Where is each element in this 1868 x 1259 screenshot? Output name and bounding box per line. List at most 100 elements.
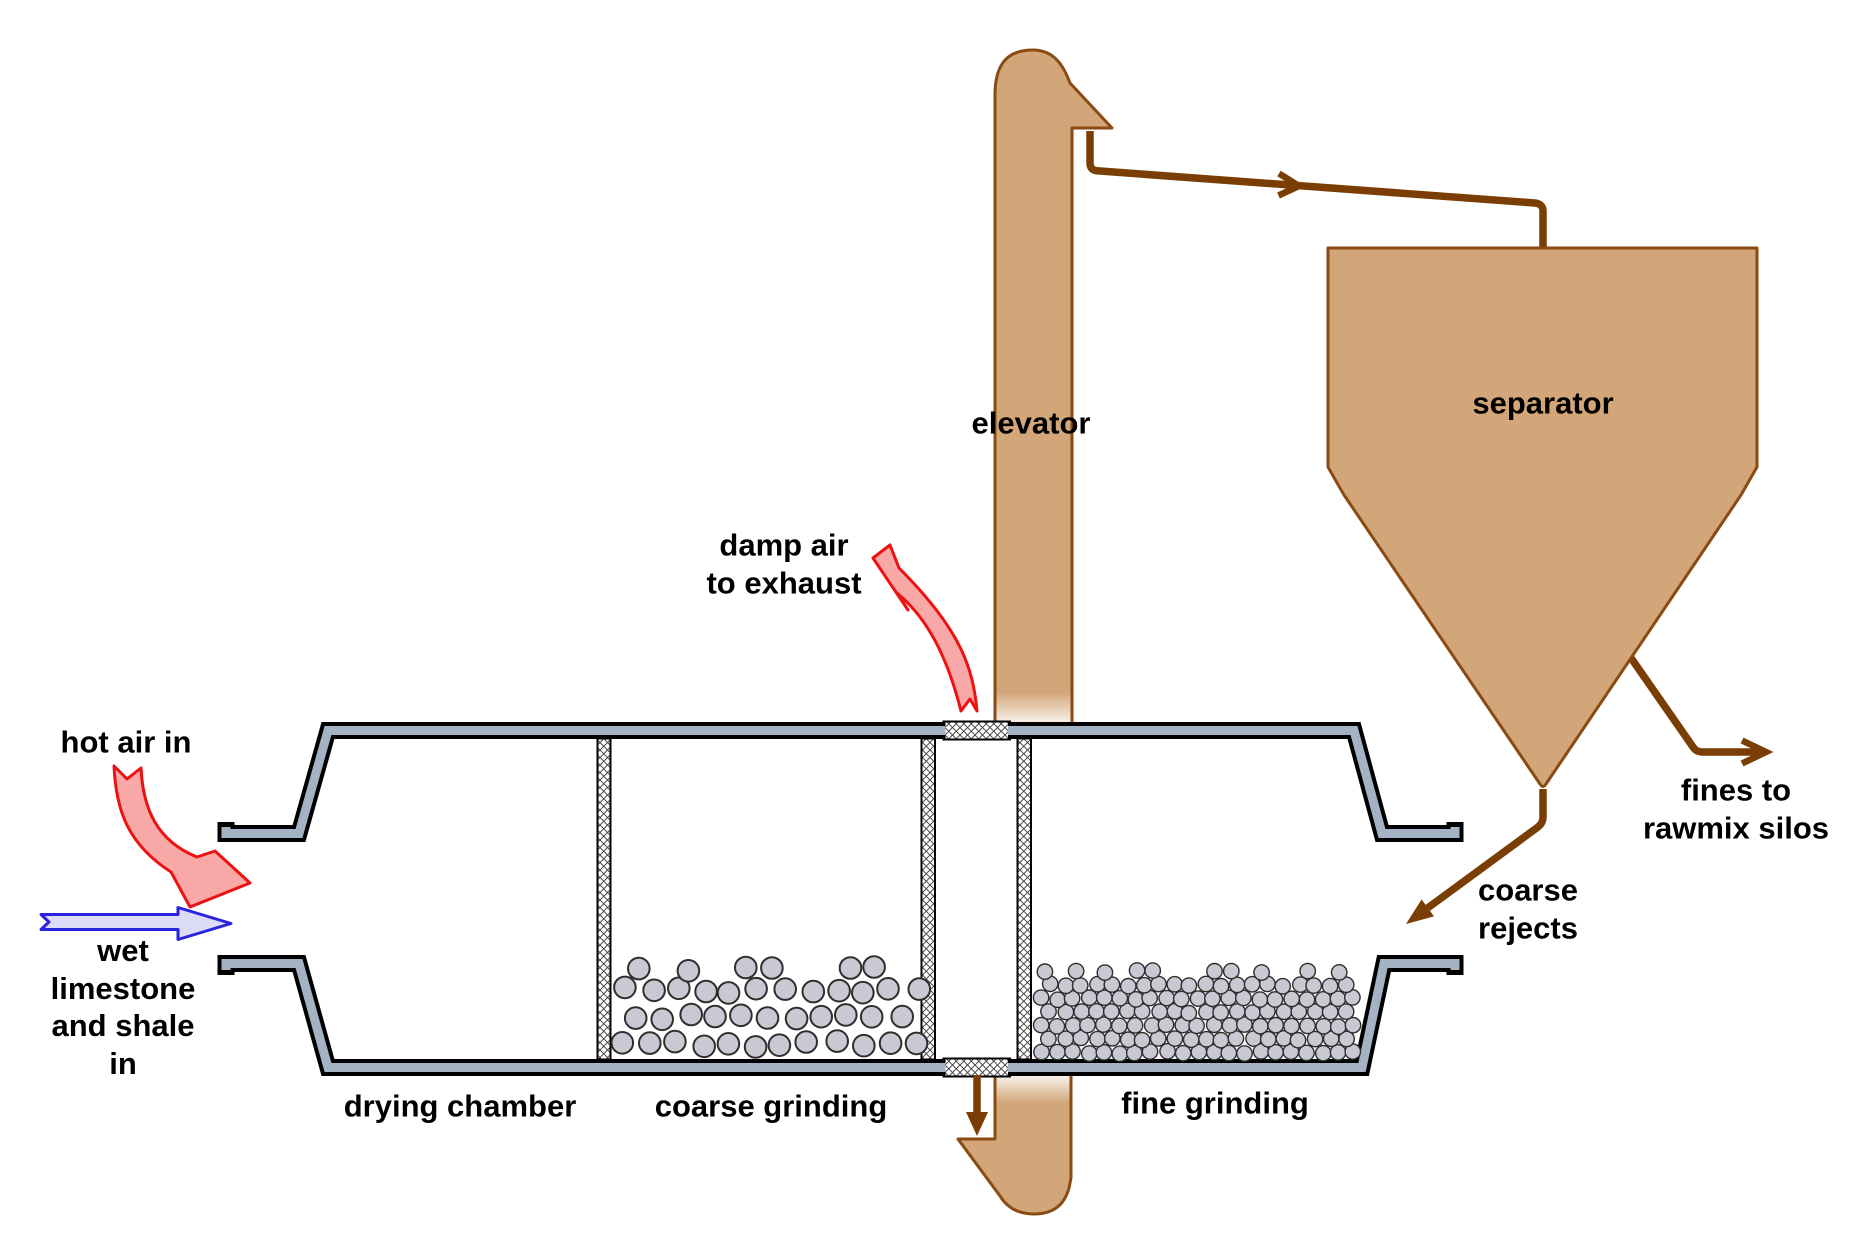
grinding-ball xyxy=(755,1006,780,1030)
coarse-grinding-label: coarse grinding xyxy=(654,1088,888,1124)
mill-discharge-arrow xyxy=(966,1075,988,1136)
grinding-ball xyxy=(794,1030,819,1054)
fines-arrow xyxy=(1618,642,1774,767)
hot-air-in-label: hot air in xyxy=(60,724,192,760)
grinding-ball xyxy=(1133,1031,1151,1049)
damp-air-arrow xyxy=(871,543,979,713)
grinding-ball xyxy=(1141,1043,1159,1061)
grinding-ball xyxy=(676,959,701,983)
grinding-ball xyxy=(1073,1003,1091,1020)
grinding-ball xyxy=(1267,1016,1285,1034)
grinding-ball xyxy=(851,980,875,1005)
label-line: limestone xyxy=(50,970,196,1006)
diaphragm-coarse-discharge xyxy=(920,737,936,1061)
grinding-ball xyxy=(663,1029,687,1054)
label-line: damp air xyxy=(719,527,849,563)
grinding-ball xyxy=(716,1032,741,1056)
grinding-ball xyxy=(1144,962,1162,979)
grinding-ball xyxy=(1306,1030,1324,1048)
mill-top-grate xyxy=(942,720,1011,741)
coarse-rejects-arrow xyxy=(1406,789,1547,924)
grinding-ball xyxy=(1283,1017,1300,1035)
grinding-ball xyxy=(1103,1029,1121,1047)
flow-arrowhead-icon xyxy=(1277,170,1306,199)
grinding-ball xyxy=(692,1034,717,1059)
grinding-ball xyxy=(1057,977,1075,995)
grinding-ball xyxy=(1158,989,1176,1007)
grinding-ball xyxy=(838,956,863,980)
wet-feed-label: wet limestone and shale in xyxy=(51,932,196,1082)
grinding-ball xyxy=(1189,990,1207,1007)
grinding-ball xyxy=(1126,1017,1144,1034)
coarse-rejects-label: coarse rejects xyxy=(1478,872,1578,947)
grinding-ball xyxy=(1174,1044,1192,1062)
grinding-ball xyxy=(1067,962,1085,980)
grinding-ball xyxy=(1290,1003,1308,1021)
grinding-ball xyxy=(1119,977,1137,995)
grinding-ball xyxy=(1337,1003,1355,1020)
grinding-ball xyxy=(1305,977,1323,994)
grinding-ball xyxy=(1102,1003,1120,1020)
grinding-ball xyxy=(1089,1030,1106,1048)
grinding-ball xyxy=(890,1004,915,1029)
grinding-ball xyxy=(1032,1016,1050,1034)
grinding-ball xyxy=(1204,990,1221,1008)
grinding-ball xyxy=(1274,977,1292,995)
label-line: rejects xyxy=(1478,910,1578,945)
grinding-ball xyxy=(679,1002,704,1027)
grinding-ball xyxy=(1289,1031,1307,1049)
grinding-ball xyxy=(716,981,741,1005)
label-line: fines to xyxy=(1680,772,1792,808)
label-line: wet xyxy=(97,933,149,968)
grinding-ball xyxy=(650,1007,675,1032)
grinding-ball xyxy=(1119,1031,1137,1049)
grinding-ball xyxy=(1221,1017,1239,1034)
grinding-ball xyxy=(694,979,718,1004)
grinding-ball xyxy=(784,1006,809,1031)
grinding-ball xyxy=(1251,1017,1269,1035)
diaphragm-drying-coarse xyxy=(596,737,612,1061)
grinding-ball xyxy=(623,1006,648,1030)
grinding-ball xyxy=(1253,964,1271,981)
grinding-ball xyxy=(1172,990,1190,1008)
grinding-ball xyxy=(613,975,637,1000)
grinding-ball xyxy=(1180,1004,1198,1022)
label-line: coarse xyxy=(1478,872,1578,908)
grinding-ball xyxy=(767,1033,792,1057)
wet-feed-arrow xyxy=(39,906,233,941)
separator-label: separator xyxy=(1472,385,1614,421)
grinding-ball xyxy=(859,1005,884,1029)
coarse-grinding-balls xyxy=(610,955,932,1059)
elevator-boot-shadow-fade xyxy=(996,1076,1070,1103)
grinding-ball xyxy=(1344,1016,1362,1034)
grinding-ball xyxy=(1314,1044,1332,1062)
grinding-ball xyxy=(1298,1044,1315,1062)
grinding-ball xyxy=(1040,1003,1057,1020)
grinding-ball xyxy=(1299,1017,1317,1035)
grinding-ball xyxy=(642,978,666,1003)
grinding-ball xyxy=(1212,977,1230,995)
grinding-ball xyxy=(743,1035,768,1059)
grinding-ball xyxy=(1040,1030,1057,1048)
grinding-ball xyxy=(1206,962,1223,980)
grinding-ball xyxy=(1251,991,1269,1008)
grinding-ball xyxy=(1298,991,1316,1008)
grinding-ball xyxy=(1032,989,1050,1006)
grinding-ball xyxy=(627,956,651,981)
grinding-ball xyxy=(1182,1031,1200,1049)
elevator-label: elevator xyxy=(971,405,1091,441)
grinding-ball xyxy=(744,976,768,1001)
grinding-ball xyxy=(1143,1017,1161,1034)
grinding-ball xyxy=(1166,975,1184,993)
grinding-ball xyxy=(1259,1002,1276,1020)
mill-shell-bottom-right xyxy=(1008,955,1464,1076)
label-line: in xyxy=(109,1045,137,1081)
mill-shell-bottom-left xyxy=(217,955,946,1076)
grinding-ball xyxy=(1071,977,1089,994)
grinding-ball xyxy=(1330,964,1348,981)
grinding-ball xyxy=(1180,977,1198,994)
grinding-ball xyxy=(1072,1029,1090,1047)
grinding-ball xyxy=(878,1031,903,1055)
